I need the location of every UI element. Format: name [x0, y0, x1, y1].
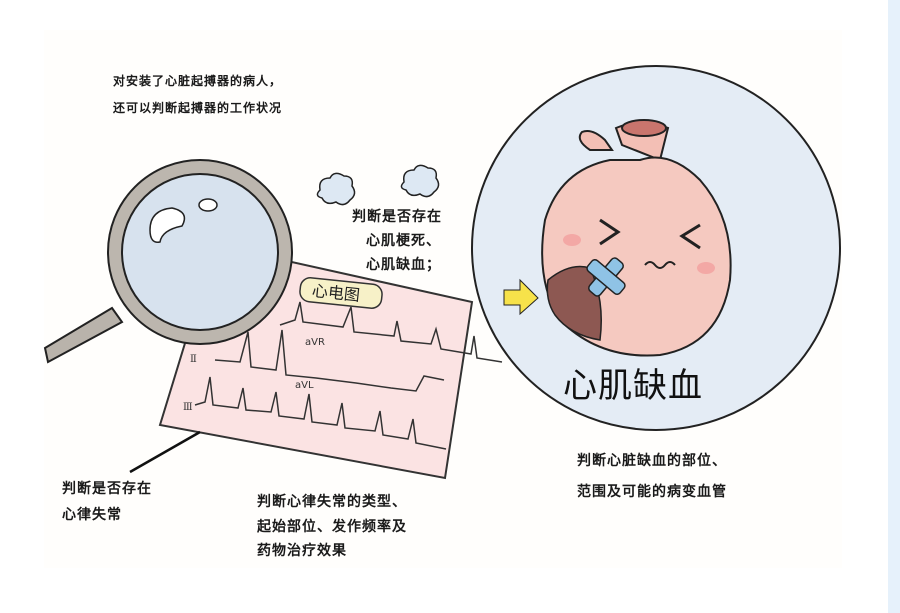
top-note-line: 对安装了心脏起搏器的病人，	[113, 74, 283, 88]
arrow-icon	[503, 278, 539, 316]
bottom-note-line: 判断心律失常的类型、	[257, 494, 407, 510]
ecg-label: 心电图	[311, 281, 361, 305]
top-note-line: 还可以判断起搏器的工作状况	[113, 101, 283, 115]
middle-note-line: 心肌梗死、	[366, 233, 441, 249]
right-note-line: 范围及可能的病变血管	[577, 484, 727, 500]
bottom-note-line: 药物治疗效果	[257, 543, 347, 559]
ecg-label-pill	[299, 277, 383, 309]
lead-ii: Ⅱ	[190, 354, 197, 365]
lead-avl: aVL	[295, 380, 314, 391]
right-note-line: 判断心脏缺血的部位、	[577, 453, 727, 469]
bandage	[586, 257, 626, 297]
magnifier-icon	[43, 159, 293, 364]
heart-caption: 心肌缺血	[563, 366, 703, 406]
left-note-line: 判断是否存在	[62, 481, 152, 497]
lead-avr: aVR	[305, 337, 325, 348]
heart-illustration	[541, 119, 732, 357]
cloud-icon	[400, 164, 440, 198]
lead-iii: Ⅲ	[183, 402, 193, 413]
middle-note-line: 判断是否存在	[352, 209, 442, 225]
cloud-icon	[316, 172, 356, 206]
pointer-line	[129, 430, 201, 474]
bottom-note-line: 起始部位、发作频率及	[257, 519, 407, 535]
side-strip	[888, 0, 900, 613]
middle-note-line: 心肌缺血；	[366, 257, 441, 273]
left-note-line: 心律失常	[62, 507, 122, 523]
